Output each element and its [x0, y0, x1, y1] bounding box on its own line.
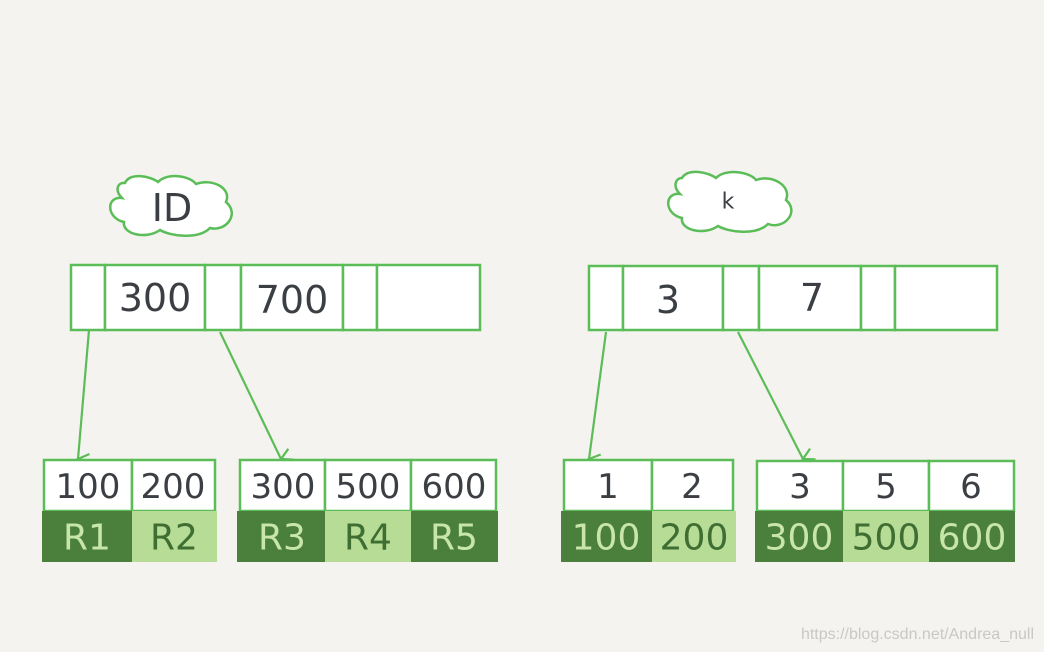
leaf-key: 200	[141, 467, 206, 507]
k-leaf-page-1: 1 2 100 200	[561, 458, 736, 562]
leaf-key-cell	[650, 458, 735, 513]
secondary-value: 100	[572, 518, 641, 559]
root-key: 7	[800, 276, 824, 320]
empty-cell	[893, 264, 999, 332]
value-cell-light	[843, 511, 929, 562]
pointer-cell	[69, 263, 107, 332]
value-cell-dark	[411, 511, 498, 562]
leaf-key: 5	[875, 467, 897, 507]
leaf-key-cell	[409, 458, 498, 513]
pointer-arrow	[219, 331, 281, 459]
leaf-key: 2	[681, 467, 703, 507]
leaf-key-cell	[323, 458, 413, 513]
leaf-key: 3	[789, 467, 811, 507]
value-cell-dark	[561, 511, 652, 562]
secondary-value: 200	[660, 518, 729, 559]
id-leaf-page-1: 100 200 R1 R2	[42, 458, 217, 562]
pointer-arrow	[737, 331, 803, 459]
secondary-value: 300	[765, 518, 834, 559]
value-cell-dark	[237, 511, 325, 562]
leaf-key: 300	[251, 467, 316, 507]
secondary-value: 600	[938, 518, 1007, 559]
id-root-node: 300 700	[69, 263, 482, 332]
empty-cell	[375, 263, 482, 332]
leaf-key-cell	[755, 459, 845, 513]
k-label: k	[722, 190, 735, 215]
pointer-cell	[341, 263, 379, 332]
row-value: R1	[63, 518, 111, 559]
leaf-key-cell	[927, 459, 1016, 513]
value-cell-light	[132, 511, 217, 562]
leaf-key: 600	[422, 467, 487, 507]
value-cell-light	[325, 511, 411, 562]
watermark: https://blog.csdn.net/Andrea_null	[800, 626, 1034, 643]
value-cell-dark	[755, 511, 843, 562]
k-root-node: 3 7	[587, 264, 999, 332]
leaf-key-cell	[238, 458, 327, 513]
pointer-cell	[587, 264, 625, 332]
left-tree: ID 300 700 100 200 R1 R2	[42, 174, 498, 562]
leaf-key: 1	[597, 467, 619, 507]
row-value: R4	[344, 518, 392, 559]
key-cell	[621, 264, 725, 332]
key-cell	[239, 263, 345, 332]
pointer-cell	[203, 263, 243, 332]
leaf-key: 500	[336, 467, 401, 507]
row-value: R5	[430, 518, 478, 559]
value-cell-light	[652, 511, 736, 562]
leaf-key: 6	[960, 467, 982, 507]
pointer-cell	[721, 264, 761, 332]
value-cell-dark	[42, 511, 132, 562]
root-key: 3	[656, 278, 680, 322]
id-leaf-page-2: 300 500 600 R3 R4 R5	[237, 458, 498, 562]
k-label-cloud: k	[667, 170, 793, 233]
secondary-value: 500	[852, 518, 921, 559]
k-leaf-page-2: 3 5 6 300 500 600	[755, 459, 1016, 562]
key-cell	[103, 263, 207, 332]
right-tree: k 3 7 1 2 100 200	[561, 170, 1016, 562]
root-key: 700	[256, 278, 329, 322]
key-cell	[757, 264, 863, 332]
root-key: 300	[119, 276, 192, 320]
row-value: R3	[258, 518, 306, 559]
value-cell-dark	[929, 511, 1015, 562]
pointer-arrow	[589, 331, 608, 459]
pointer-cell	[859, 264, 897, 332]
id-label-cloud: ID	[109, 174, 233, 237]
id-label: ID	[152, 186, 192, 230]
row-value: R2	[150, 518, 198, 559]
pointer-arrow	[78, 329, 91, 459]
leaf-key-cell	[130, 458, 217, 513]
leaf-key: 100	[56, 467, 121, 507]
